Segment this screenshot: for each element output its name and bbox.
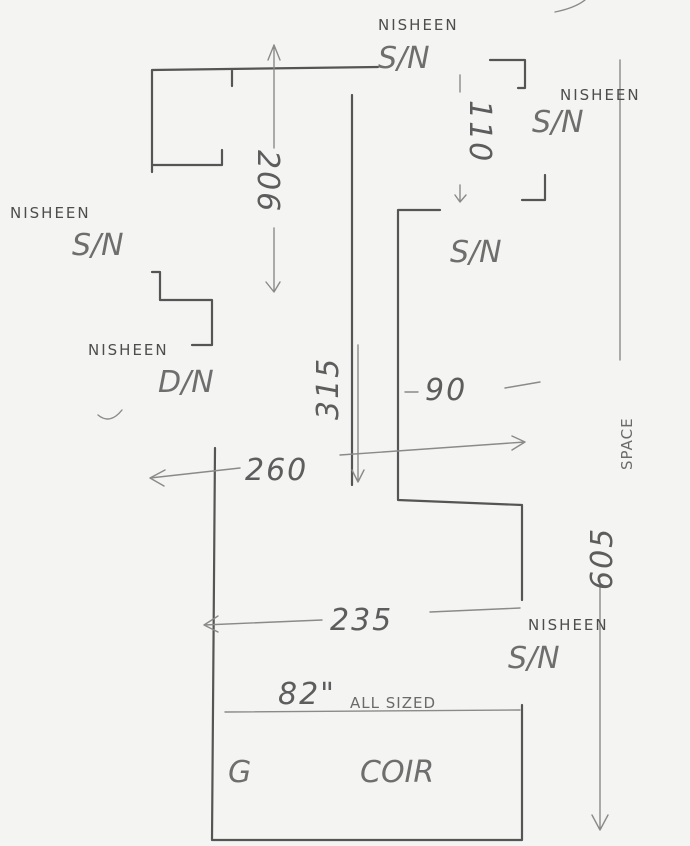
label-dn-mid: D/N [158,365,214,400]
dimension-82: 82" [278,677,336,712]
dimension-605: 605 [585,527,620,590]
dim-82-line [224,709,521,713]
label-sn-top: S/N [378,41,430,76]
dimension-110: 110 [462,100,497,163]
top-left-room-outline [150,65,380,174]
dim-206-line [265,44,281,293]
label-mark: G [228,755,251,790]
dimension-90: 90 [425,373,467,408]
label-coir: COIR [360,755,434,790]
label-nisheen-right: NISHEEN [560,86,641,104]
dimension-260: 260 [245,453,308,488]
dim-315-line [351,344,365,483]
stroke-mark [97,409,123,420]
label-nisheen-left: NISHEEN [10,204,91,222]
dim-90-line [404,381,541,393]
label-sn-center: S/N [450,235,502,270]
top-right-bracket [488,58,527,90]
right-small-bracket [520,173,547,202]
dim-235-line [203,607,521,633]
dimension-315: 315 [311,357,346,420]
label-nisheen-top: NISHEEN [378,16,459,34]
center-building-outline [396,208,524,602]
label-nisheen-bottom: NISHEEN [528,616,609,634]
dimension-space: SPACE [618,417,636,470]
corner-arc [554,0,586,13]
dim-605-line [591,59,621,831]
label-sn-left: S/N [72,228,124,263]
dim-110-line [454,74,467,203]
label-nisheen-mid: NISHEEN [88,341,169,359]
lower-building-outline [210,446,524,842]
label-all-sized: ALL SIZED [350,694,436,712]
dim-260-line [149,435,526,487]
dimension-235: 235 [330,603,393,638]
dimension-206: 206 [250,150,285,213]
left-steps-outline [150,270,214,347]
label-sn-right: S/N [532,105,584,140]
label-sn-bottom: S/N [508,641,560,676]
